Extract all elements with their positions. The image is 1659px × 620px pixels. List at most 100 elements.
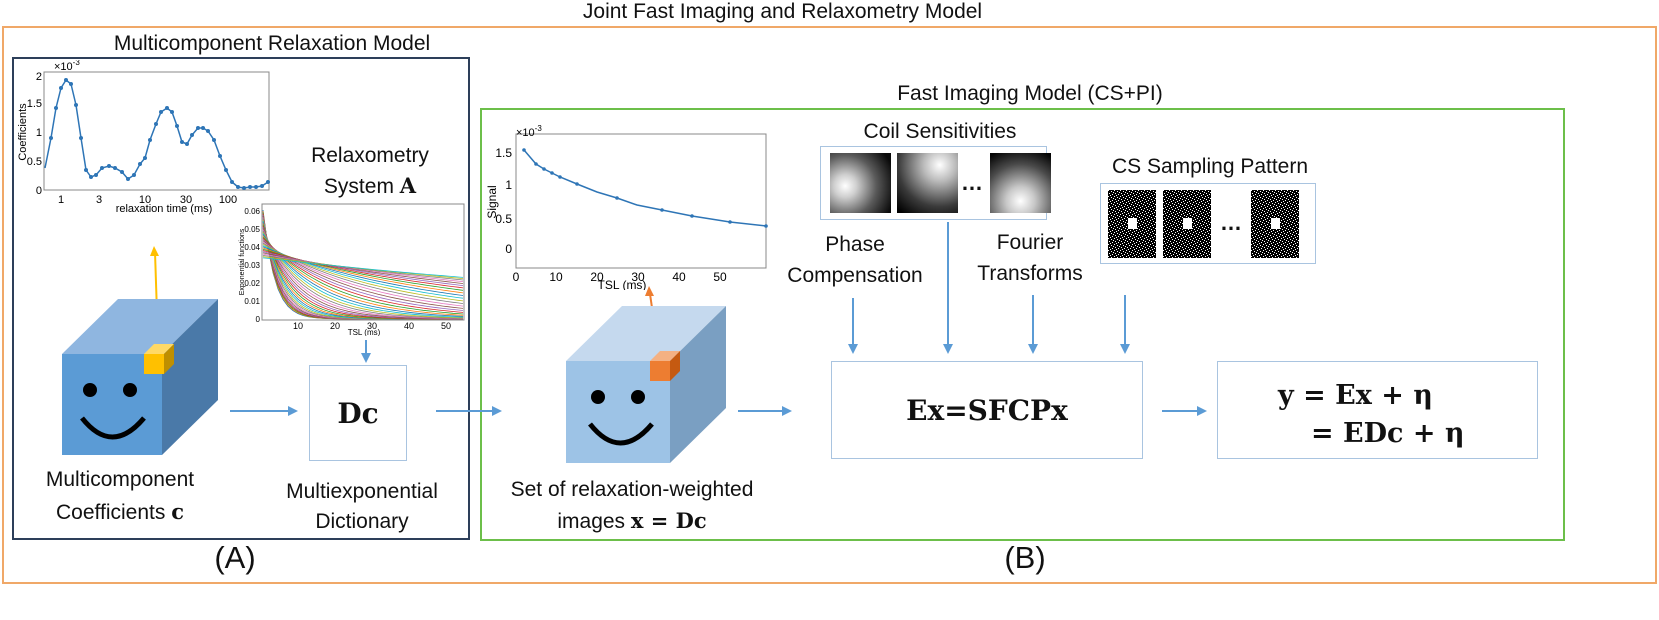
- dict-label-line1: Multiexponential: [286, 480, 438, 503]
- images-math: x = Dc: [630, 508, 707, 533]
- exp-ytick: 0.06: [244, 207, 260, 216]
- exp-xticks: 10 20 30 40 50: [293, 321, 451, 331]
- coef-xtick: 3: [96, 194, 102, 206]
- exp-xtick: 10: [293, 321, 303, 331]
- exp-ylabel: Exponential functions: [239, 228, 246, 295]
- coef-ytick: 1: [36, 127, 42, 139]
- smiley-mouth: [588, 422, 654, 446]
- coef-label-text: Coefficients: [56, 501, 172, 524]
- relax-system-symbol: A: [399, 173, 417, 198]
- exp-curve: [262, 252, 464, 284]
- coefficient-plot: ×10-3 0 0.5 1 1.5 2 1 3 10 30 100 relaxa…: [17, 60, 270, 215]
- exp-curve: [262, 240, 464, 309]
- cs-ellipsis: …: [1220, 210, 1242, 235]
- coef-yticks: 0 0.5 1 1.5 2: [27, 71, 42, 197]
- signal-xtick: 40: [672, 270, 686, 284]
- exp-curve: [262, 230, 464, 319]
- coef-exponent: ×10-3: [54, 60, 80, 73]
- encoding-equation: Ex=SFCPx: [906, 393, 1068, 427]
- signal-ytick: 1: [505, 178, 512, 192]
- fourier-line1: Fourier: [996, 231, 1064, 254]
- left-panel-frame: [12, 57, 470, 540]
- exp-curve: [262, 229, 463, 319]
- exponential-functions-plot: 0 0.01 0.02 0.03 0.04 0.05 0.06 10 20 30…: [239, 203, 465, 336]
- signal-yticks: 0 0.5 1 1.5: [495, 146, 512, 256]
- exp-curve: [262, 233, 464, 318]
- exp-ytick: 0.04: [244, 243, 260, 252]
- signal-xtick: 20: [590, 270, 604, 284]
- exp-ytick: 0.02: [244, 279, 260, 288]
- right-panel-frame: [480, 108, 1565, 541]
- coef-label-line1: Multicomponent: [45, 468, 195, 491]
- measurement-eq-line1: y = Ex + η: [1278, 380, 1433, 411]
- exp-curve: [262, 236, 464, 315]
- coef-xtick: 1: [58, 194, 64, 206]
- left-panel-title: Multicomponent Relaxation Model: [113, 32, 431, 55]
- exp-xtick: 20: [330, 321, 340, 331]
- exp-curve: [262, 234, 464, 317]
- fourier-line2: Transforms: [977, 262, 1083, 285]
- exp-curve: [262, 231, 464, 319]
- phase-line2: Compensation: [787, 264, 923, 287]
- exp-ytick: 0.05: [244, 225, 260, 234]
- exp-xtick: 30: [367, 321, 377, 331]
- images-cube: [566, 286, 726, 463]
- relax-system-line2: System A: [290, 173, 450, 199]
- coil-map-1: [830, 153, 891, 213]
- exp-curve: [262, 237, 464, 313]
- cs-pattern-1: [1108, 190, 1156, 258]
- coef-xtick: 10: [139, 194, 151, 206]
- signal-xtick: 10: [549, 270, 563, 284]
- signal-exponent: ×10-3: [516, 124, 542, 139]
- diagram-title: Joint Fast Imaging and Relaxometry Model: [582, 0, 983, 23]
- dictionary-box: Dc: [309, 365, 407, 461]
- smiley-mouth: [80, 416, 146, 440]
- coef-xtick: 100: [219, 194, 237, 206]
- exp-ytick: 0.03: [244, 261, 260, 270]
- exp-curve: [262, 253, 464, 282]
- exp-curves: [262, 209, 464, 320]
- coef-symbol: c: [171, 499, 184, 524]
- cs-title: CS Sampling Pattern: [1111, 155, 1309, 178]
- panel-a-label: (A): [214, 540, 256, 575]
- exp-curve: [262, 257, 464, 278]
- signal-xlabel: TSL (ms): [598, 278, 647, 290]
- signal-ytick: 0: [505, 242, 512, 256]
- images-label-line2: images x = Dc: [482, 508, 782, 534]
- smiley-eye-right: [123, 383, 137, 397]
- dictionary-box-label: Dc: [337, 396, 379, 430]
- coef-ytick: 2: [36, 71, 42, 83]
- images-label-line1: Set of relaxation-weighted: [510, 478, 754, 501]
- cs-pattern-3: [1251, 190, 1299, 258]
- signal-plot: ×10-3 0 0.5 1 1.5 0 10 20 30 40 50 TSL (…: [485, 124, 768, 290]
- coil-title: Coil Sensitivities: [863, 120, 1017, 143]
- coef-xticks: 1 3 10 30 100: [58, 194, 237, 206]
- exp-yticks: 0 0.01 0.02 0.03 0.04 0.05 0.06: [244, 207, 260, 324]
- relax-system-label: System: [323, 175, 400, 198]
- coil-ellipsis: …: [961, 170, 983, 195]
- coil-map-2: [897, 153, 958, 213]
- outer-frame: [2, 26, 1657, 584]
- relax-system-line1: Relaxometry: [311, 144, 429, 167]
- coef-ytick: 1.5: [27, 98, 42, 110]
- exp-ytick: 0: [256, 315, 261, 324]
- images-label-text: images: [557, 510, 631, 533]
- coef-label-line2: Coefficients c: [20, 499, 220, 525]
- exp-xlabel: TSL (ms): [348, 328, 381, 336]
- signal-ytick: 0.5: [495, 212, 512, 226]
- coef-xtick: 30: [180, 194, 192, 206]
- coef-ytick: 0: [36, 185, 42, 197]
- cs-pattern-2: [1163, 190, 1211, 258]
- panel-b-label: (B): [1004, 540, 1046, 575]
- coef-ytick: 0.5: [27, 156, 42, 168]
- coil-map-3: [990, 153, 1051, 213]
- signal-ylabel: Signal: [485, 185, 499, 218]
- dict-label-line2: Dictionary: [315, 510, 409, 533]
- coef-xlabel: relaxation time (ms): [116, 203, 213, 215]
- exp-curve: [262, 239, 464, 311]
- exp-xtick: 40: [404, 321, 414, 331]
- measurement-eq-line2: = EDc + η: [1311, 418, 1465, 449]
- smiley-eye-left: [83, 383, 97, 397]
- coef-ylabel: Coefficients: [17, 103, 29, 161]
